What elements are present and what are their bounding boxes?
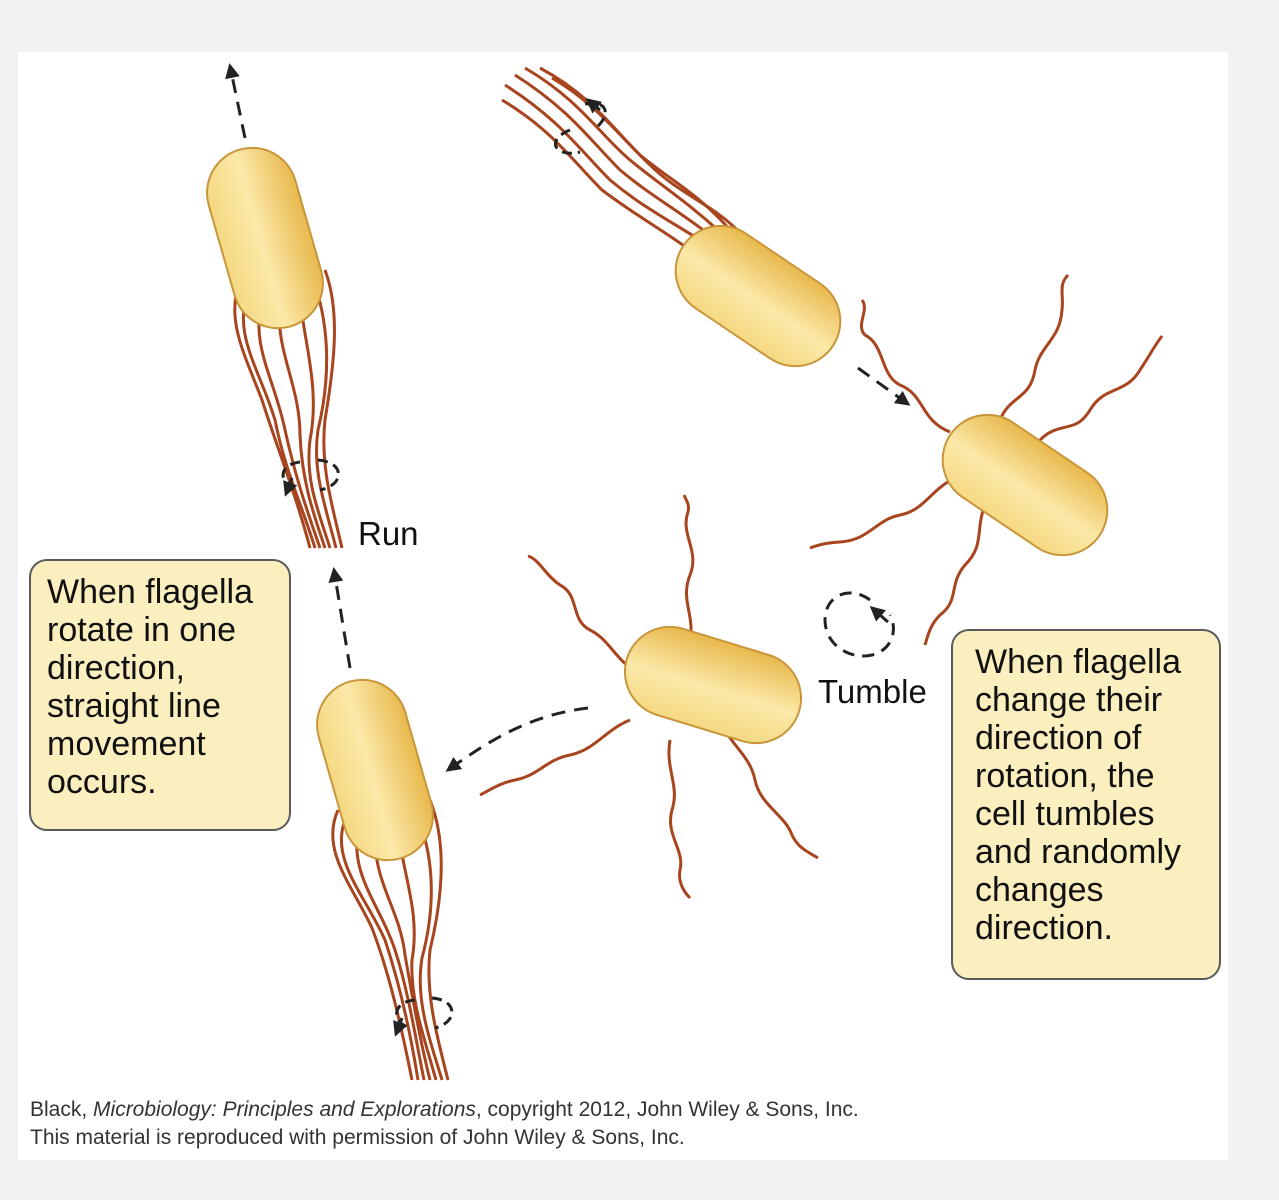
flagella-bundle [501, 66, 744, 252]
tumble-arrow [869, 606, 889, 624]
callout-line: movement [47, 725, 206, 763]
callout-line: When flagella [975, 643, 1182, 681]
credit-author: Black, [30, 1098, 94, 1121]
credit-book-title: Microbiology: Principles and Exploration… [93, 1098, 476, 1121]
cell-tumble-center [445, 494, 819, 900]
cell-run-bottom [316, 567, 454, 1081]
callout-line: and randomly [975, 833, 1182, 871]
cell-body [206, 146, 324, 330]
cell-body [316, 678, 434, 862]
callout-line: straight line [47, 687, 221, 725]
callout-line: rotate in one [47, 611, 237, 649]
callout-line: cell tumbles [975, 795, 1155, 833]
flagella-splayed [479, 494, 819, 900]
rotation-indicator [281, 458, 340, 492]
cell-body [674, 224, 842, 368]
move-arrow-curved [445, 706, 589, 772]
cell-run-top [206, 63, 344, 549]
credit-publisher: , copyright 2012, John Wiley & Sons, Inc… [475, 1098, 859, 1121]
callout-line: rotation, the [975, 757, 1155, 795]
cell-run-upper-right [501, 66, 911, 406]
copyright-credit: Black, Microbiology: Principles and Expl… [30, 1096, 859, 1152]
run-label: Run [358, 515, 419, 552]
callout-line: change their [975, 681, 1163, 719]
tumble-indicator [823, 591, 895, 658]
credit-line-1: Black, Microbiology: Principles and Expl… [30, 1096, 859, 1124]
callout-run-explanation: When flagella rotate in one direction, s… [29, 559, 291, 831]
flagella-splayed [809, 273, 1164, 646]
credit-line-2: This material is reproduced with permiss… [30, 1126, 685, 1149]
callout-tumble-explanation: When flagella change their direction of … [951, 629, 1221, 980]
rotation-arrow [585, 98, 603, 114]
flagella-bundle [233, 269, 344, 549]
move-arrow [857, 366, 911, 406]
cell-body [623, 625, 803, 745]
callout-line: direction of [975, 719, 1142, 757]
callout-line: When flagella [47, 573, 254, 611]
run-arrow-up [328, 567, 352, 669]
callout-line: direction. [975, 909, 1113, 947]
rotation-indicator [395, 996, 454, 1030]
rotation-arrow [393, 1017, 408, 1037]
cell-body [941, 413, 1109, 557]
run-arrow-up [225, 63, 247, 139]
rotation-arrow [283, 477, 298, 497]
callout-line: direction, [47, 649, 185, 687]
callout-line: occurs. [47, 763, 157, 801]
callout-line: changes [975, 871, 1104, 909]
cell-tumble-right [809, 273, 1164, 658]
tumble-label: Tumble [818, 673, 927, 710]
